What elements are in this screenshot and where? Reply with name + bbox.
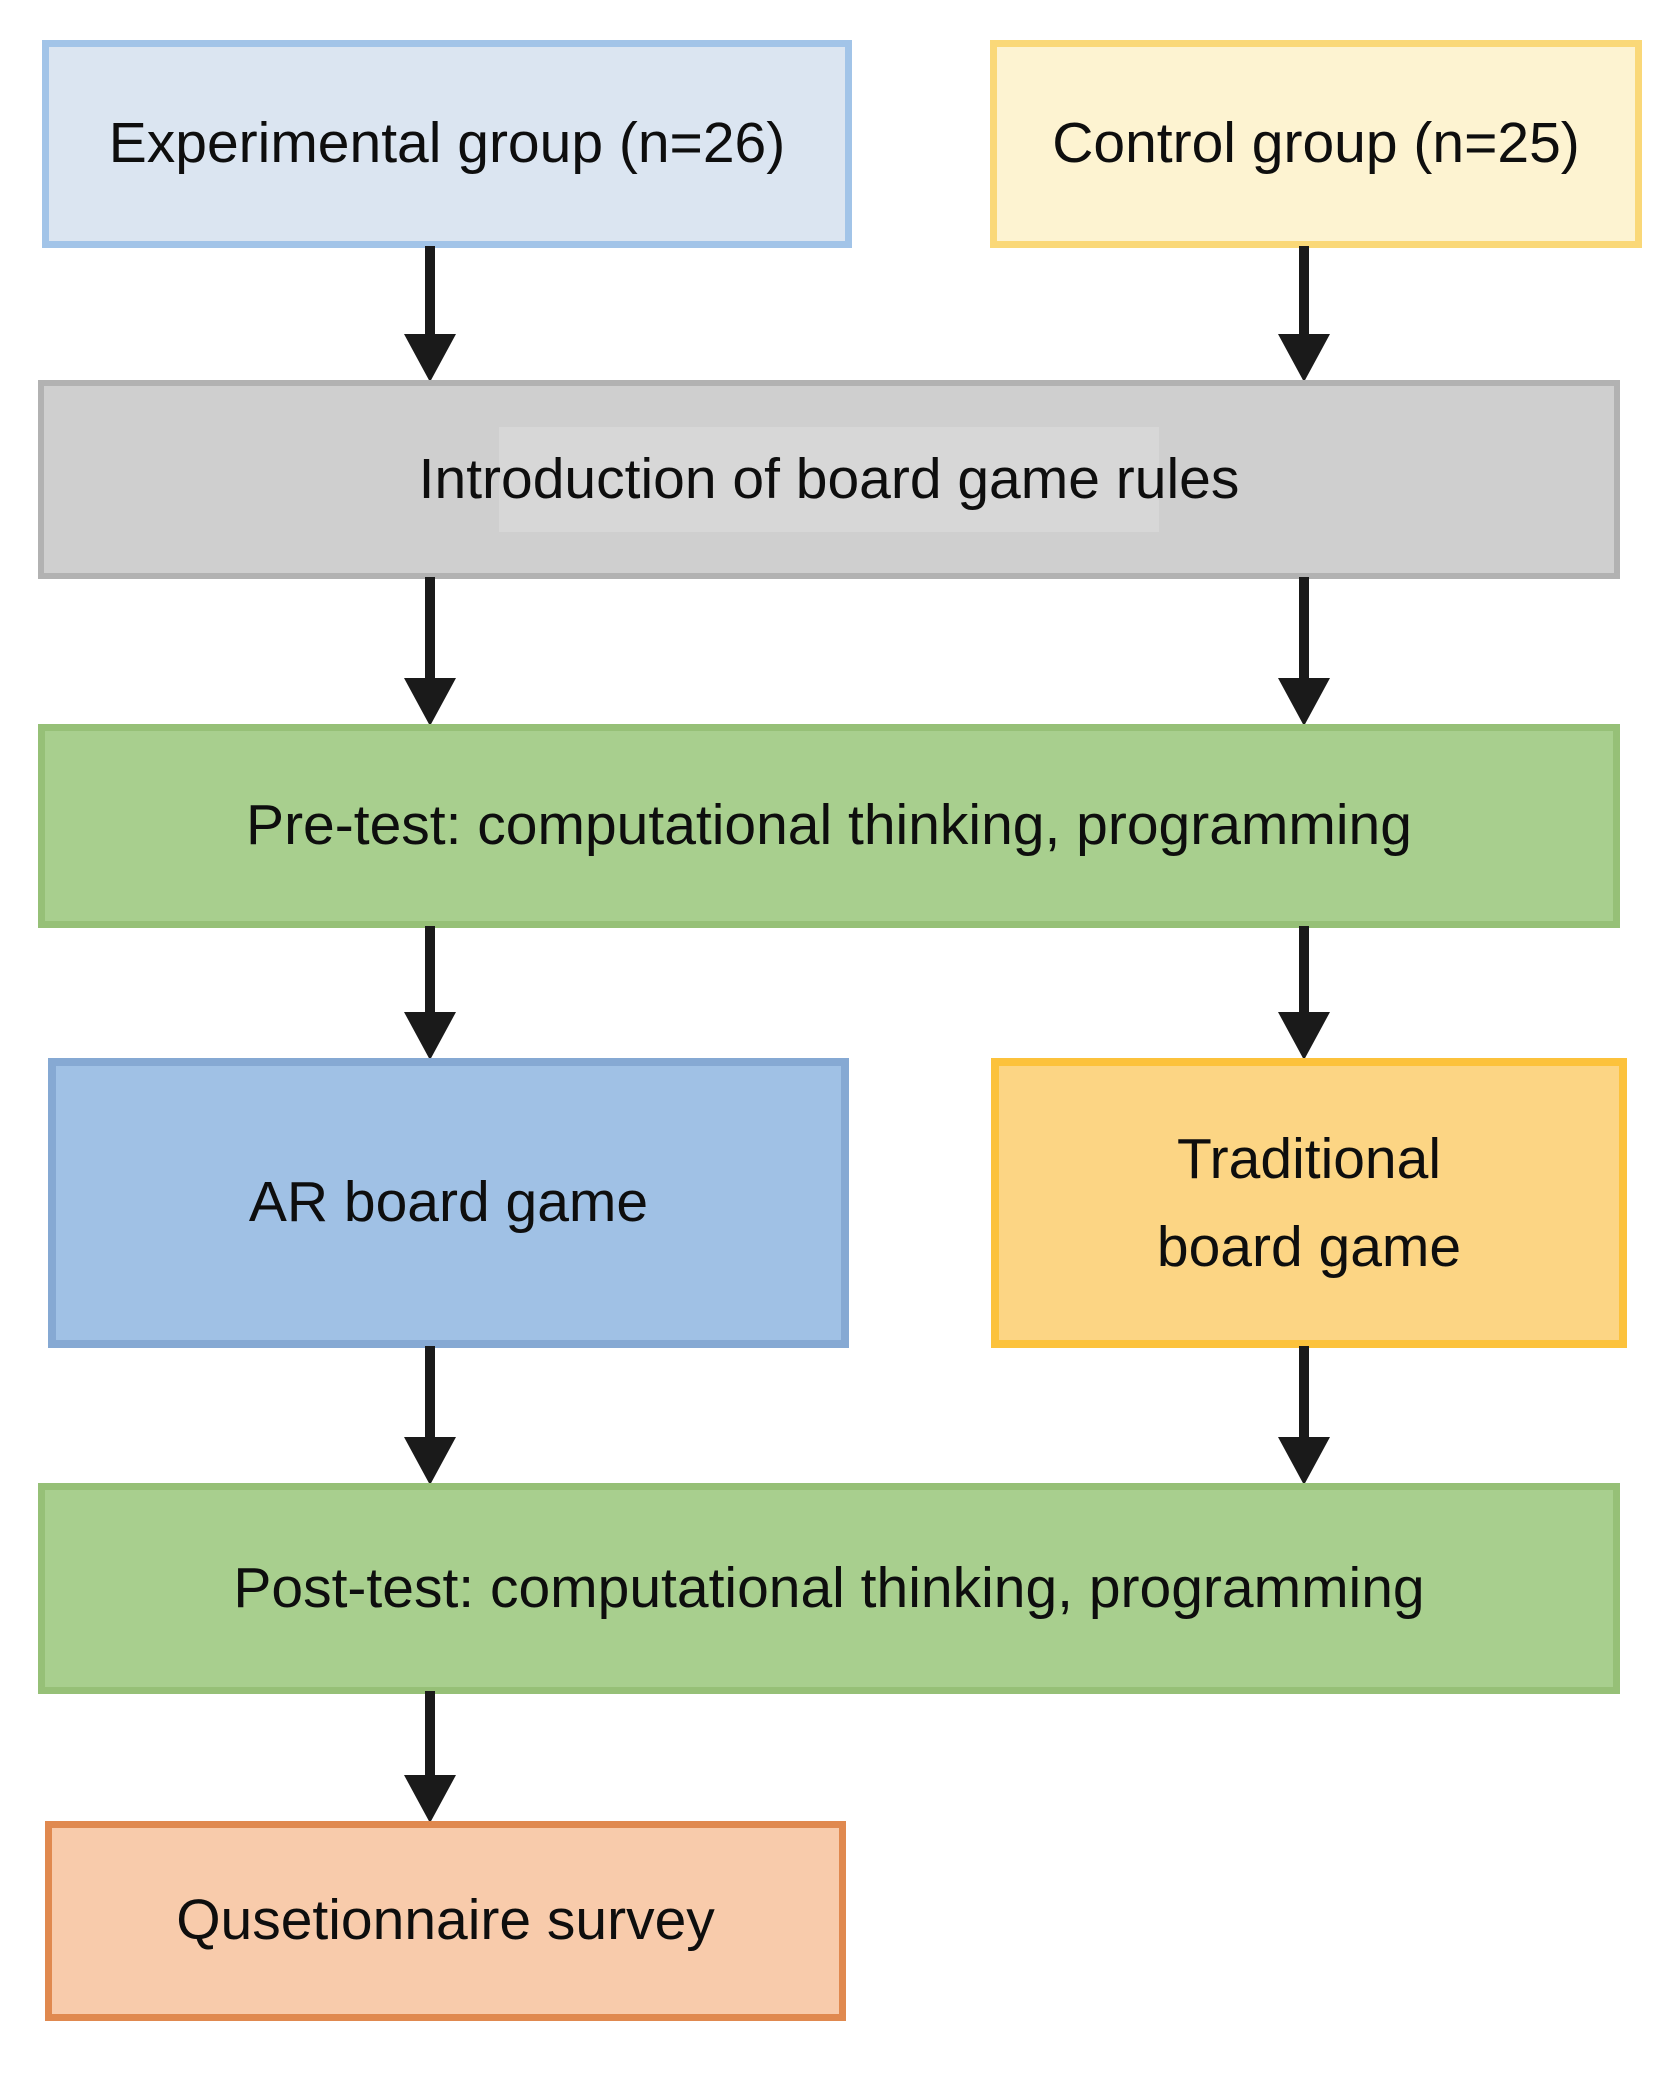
node-questionnaire-survey: Qusetionnaire survey	[45, 1821, 846, 2021]
node-introduction: Introduction of board game rules	[38, 380, 1620, 579]
arrow-posttest-to-questionnaire	[404, 1691, 456, 1823]
arrowhead-down-icon	[404, 1437, 456, 1485]
node-post-test: Post-test: computational thinking, progr…	[38, 1483, 1620, 1694]
arrowhead-down-icon	[1278, 1012, 1330, 1060]
node-label: Control group (n=25)	[1052, 111, 1580, 176]
arrowhead-down-icon	[1278, 678, 1330, 726]
node-experimental-group: Experimental group (n=26)	[42, 40, 852, 248]
node-control-group: Control group (n=25)	[990, 40, 1642, 248]
node-label-line-2: board game	[1156, 1215, 1462, 1279]
arrow-shaft	[425, 1346, 435, 1437]
node-label: Post-test: computational thinking, progr…	[233, 1555, 1425, 1620]
arrowhead-down-icon	[404, 1012, 456, 1060]
arrow-experimental-to-introduction	[404, 246, 456, 382]
node-label-line-1: Traditional	[1176, 1126, 1441, 1191]
arrow-shaft	[425, 926, 435, 1012]
arrowhead-down-icon	[404, 334, 456, 382]
node-ar-board-game: AR board game	[48, 1058, 849, 1348]
arrow-traditional-to-posttest	[1278, 1346, 1330, 1485]
arrow-shaft	[1299, 246, 1309, 334]
node-label: Introduction of board game rules	[418, 446, 1240, 511]
arrow-pretest-to-ar-board-game	[404, 926, 456, 1060]
arrow-introduction-to-pretest-left	[404, 577, 456, 726]
node-traditional-board-game: Traditional board game	[991, 1058, 1627, 1348]
arrow-shaft	[1299, 577, 1309, 678]
arrow-pretest-to-traditional-board-game	[1278, 926, 1330, 1060]
arrow-shaft	[425, 246, 435, 334]
arrow-control-to-introduction	[1278, 246, 1330, 382]
arrow-introduction-to-pretest-right	[1278, 577, 1330, 726]
arrowhead-down-icon	[404, 678, 456, 726]
arrowhead-down-icon	[1278, 1437, 1330, 1485]
arrow-shaft	[425, 1691, 435, 1775]
node-label: Pre-test: computational thinking, progra…	[246, 793, 1412, 858]
arrow-shaft	[425, 577, 435, 678]
arrowhead-down-icon	[1278, 334, 1330, 382]
node-pre-test: Pre-test: computational thinking, progra…	[38, 724, 1620, 928]
arrowhead-down-icon	[404, 1775, 456, 1823]
node-label: Traditional board game	[1157, 1115, 1461, 1292]
node-label: AR board game	[248, 1170, 649, 1235]
arrow-shaft	[1299, 926, 1309, 1012]
node-label: Experimental group (n=26)	[108, 111, 786, 176]
node-label: Qusetionnaire survey	[176, 1888, 715, 1953]
arrow-ar-to-posttest	[404, 1346, 456, 1485]
arrow-shaft	[1299, 1346, 1309, 1437]
